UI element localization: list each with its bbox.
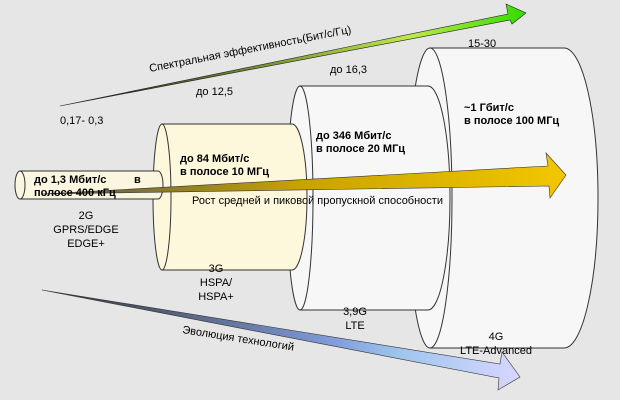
svg-text:3,9G: 3,9G [343,306,367,318]
speed-lte-line1: до 346 Мбит/с [316,130,391,142]
svg-text:GPRS/EDGE: GPRS/EDGE [53,224,118,236]
speed-2g-line2: полосе 400 кГц [34,187,116,199]
cylinder-3g [152,123,308,271]
svg-text:EDGE+: EDGE+ [67,238,105,250]
tech-3g: 3G HSPA/ HSPA+ [198,263,234,303]
spectral-value-4g: 15-30 [468,38,496,50]
speed-3g-line2: в полосе 10 МГц [180,166,269,178]
speed-2g-in: в [134,174,141,186]
evolution-arrow [41,289,521,391]
speed-4g-line2: в полосе 100 МГц [464,115,559,127]
throughput-label: Рост средней и пиковой пропускной способ… [192,195,443,207]
speed-3g-line1: до 84 Мбит/с [180,153,249,165]
speed-2g-line1: до 1,3 Мбит/с [34,174,106,186]
tech-lte: 3,9G LTE [343,306,367,332]
spectral-value-2g: 0,17- 0,3 [60,115,103,127]
svg-text:3G: 3G [209,263,224,275]
speed-4g-line1: ~1 Гбит/с [464,102,514,114]
svg-text:HSPA+: HSPA+ [198,291,234,303]
tech-4g: 4G LTE-Advanced [460,331,532,357]
throughput-arrow [41,152,567,199]
spectral-efficiency-arrow [59,3,527,107]
svg-text:HSPA/: HSPA/ [200,277,233,289]
svg-text:4G: 4G [489,331,504,343]
cylinder-lte [286,85,451,311]
svg-text:LTE-Advanced: LTE-Advanced [460,345,532,357]
tech-2g: 2G GPRS/EDGE EDGE+ [53,210,118,250]
speed-lte-line2: в полосе 20 МГц [316,143,405,155]
spectral-value-lte: до 16,3 [330,64,367,76]
svg-text:LTE: LTE [345,320,364,332]
spectral-value-3g: до 12,5 [196,86,233,98]
svg-text:2G: 2G [79,210,94,222]
